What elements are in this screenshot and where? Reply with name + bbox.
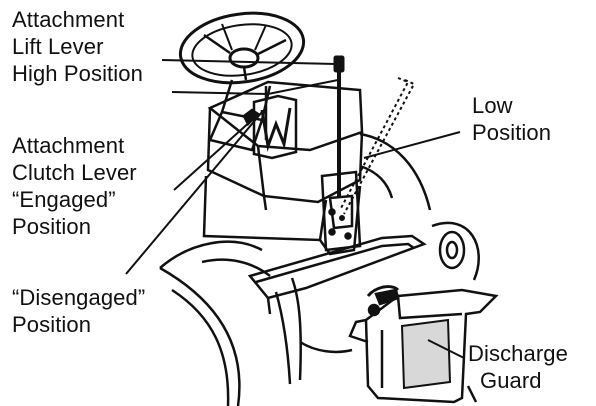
rear-wheel (431, 221, 480, 281)
lift-lever-high (328, 55, 354, 230)
discharge-guard (348, 285, 499, 404)
body-curves (159, 240, 302, 385)
label-line: Clutch Lever (12, 160, 137, 185)
leader-disengaged (125, 111, 263, 275)
label-line: Attachment (12, 133, 125, 158)
steering-wheel (178, 11, 306, 85)
footrest (247, 234, 427, 315)
front-tire (159, 266, 241, 406)
label-low-position: Low Position (472, 92, 551, 146)
label-line: “Engaged” (12, 187, 116, 212)
leader-lines (125, 59, 465, 359)
chute-cord (299, 340, 478, 403)
label-line: “Disengaged” (12, 285, 146, 310)
label-line: Attachment (12, 7, 125, 32)
w-emblem (242, 94, 298, 160)
tractor-hood (202, 80, 364, 242)
label-attachment-lift-lever: Attachment Lift Lever High Position (12, 6, 143, 87)
lever-bracket (320, 170, 362, 252)
leader-discharge-guard (427, 339, 465, 359)
label-attachment-clutch-lever: Attachment Clutch Lever “Engaged” Positi… (12, 132, 137, 240)
leader-engaged (173, 119, 253, 191)
leader-lift-lever (161, 59, 337, 65)
label-discharge-guard: Discharge Guard (468, 340, 568, 394)
label-line: Discharge (468, 341, 568, 366)
label-line: Position (12, 214, 92, 239)
label-line: Lift Lever (12, 34, 104, 59)
label-line: Position (472, 120, 552, 145)
label-line: Guard (480, 368, 542, 393)
leader-low-position (363, 131, 461, 159)
leader-high-position (171, 91, 269, 95)
label-line: Position (12, 312, 92, 337)
lift-lever-low (339, 77, 416, 215)
leader-high-position-2 (267, 79, 339, 95)
label-line: Low (472, 93, 513, 118)
label-disengaged-position: “Disengaged” Position (12, 284, 145, 338)
label-line: High Position (12, 61, 143, 86)
